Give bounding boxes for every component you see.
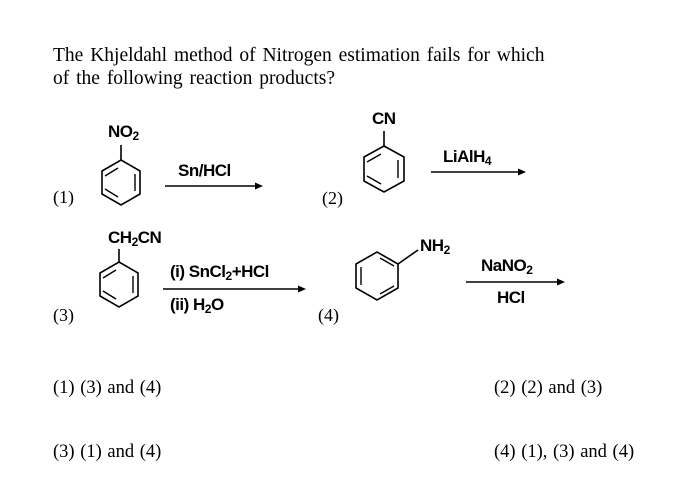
reaction-1-reagent: Sn/HCl: [178, 161, 231, 180]
option-1[interactable]: (1) (3) and (4): [53, 378, 162, 398]
reaction-4-substituent: NH2: [420, 236, 450, 257]
reaction-2-reagent: LiAlH4: [443, 147, 492, 168]
option-4[interactable]: (4) (1), (3) and (4): [494, 442, 635, 462]
question-line-1: The Khjeldahl method of Nitrogen estimat…: [53, 45, 545, 66]
question-text: The Khjeldahl method of Nitrogen estimat…: [53, 44, 613, 90]
reaction-1-substituent: NO2: [108, 122, 139, 143]
reaction-2-substituent: CN: [372, 109, 396, 128]
reaction-3-reagent-top: (i) SnCl2+HCl: [170, 262, 269, 283]
reaction-4-number: (4): [318, 305, 339, 325]
option-3[interactable]: (3) (1) and (4): [53, 442, 162, 462]
reaction-3-reagent-bottom: (ii) H2O: [170, 295, 224, 316]
reaction-3-substituent: CH2CN: [108, 228, 162, 249]
reaction-4-reagent-bottom: HCl: [497, 288, 525, 307]
reaction-2-number: (2): [322, 188, 343, 208]
option-2[interactable]: (2) (2) and (3): [494, 378, 603, 398]
reaction-4-reagent-top: NaNO2: [481, 256, 533, 277]
reaction-3-number: (3): [53, 305, 74, 325]
reaction-1-number: (1): [53, 187, 74, 207]
question-line-2: of the following reaction products?: [53, 68, 335, 89]
